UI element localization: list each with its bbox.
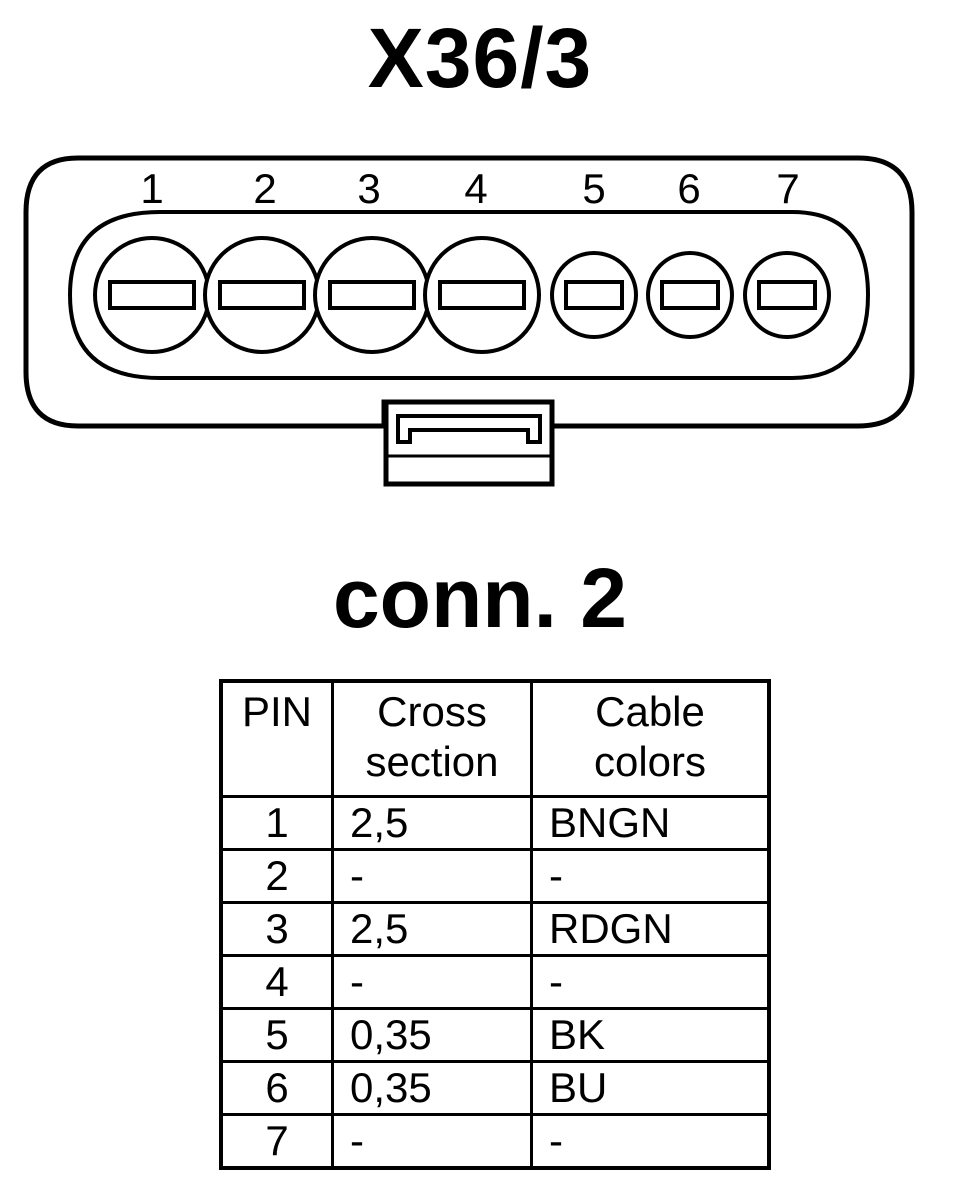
cell-pin: 4: [219, 954, 334, 1010]
table-row: 2 - -: [219, 848, 771, 904]
cell-cross-section: -: [331, 848, 533, 904]
pin-contact-7: [757, 280, 817, 310]
connector-title: X36/3: [367, 11, 593, 105]
table-row: 3 2,5 RDGN: [219, 901, 771, 957]
cell-cross-section: 2,5: [331, 795, 533, 851]
table-row: 4 - -: [219, 954, 771, 1010]
pin-number-label: 4: [464, 165, 487, 212]
cell-color: BK: [530, 1007, 771, 1063]
cell-color: BU: [530, 1060, 771, 1116]
header-cable-colors: Cable colors: [530, 679, 771, 798]
cell-pin: 6: [219, 1060, 334, 1116]
header-cross-section: Cross section: [331, 679, 533, 798]
pin-contact-2: [218, 280, 306, 310]
connector-drawing: 1 2 3 4 5 6 7: [23, 155, 915, 487]
cell-cross-section: 0,35: [331, 1060, 533, 1116]
cell-cross-section: 0,35: [331, 1007, 533, 1063]
cell-color: -: [530, 1113, 771, 1170]
pin-cavities: [93, 236, 831, 354]
cell-color: -: [530, 954, 771, 1010]
table-row: 5 0,35 BK: [219, 1007, 771, 1063]
pin-number-label: 2: [253, 165, 276, 212]
cell-color: -: [530, 848, 771, 904]
pin-contact-5: [564, 280, 624, 310]
pin-number-label: 3: [357, 165, 380, 212]
pin-contact-1: [108, 280, 196, 310]
pin-number-label: 7: [776, 165, 799, 212]
table-row: 1 2,5 BNGN: [219, 795, 771, 851]
table-header-row: PIN Cross section Cable colors: [219, 679, 771, 798]
pin-number-label: 6: [677, 165, 700, 212]
pin-number-label: 1: [140, 165, 163, 212]
cell-cross-section: -: [331, 1113, 533, 1170]
cell-pin: 5: [219, 1007, 334, 1063]
cell-pin: 7: [219, 1113, 334, 1170]
pin-labels: 1 2 3 4 5 6 7: [140, 165, 799, 212]
table-row: 7 - -: [219, 1113, 771, 1170]
cell-pin: 2: [219, 848, 334, 904]
table-row: 6 0,35 BU: [219, 1060, 771, 1116]
pin-table: PIN Cross section Cable colors 1 2,5 BNG…: [219, 679, 771, 1170]
connector-recess: [67, 210, 871, 380]
connector-latch: [383, 399, 555, 487]
cell-color: RDGN: [530, 901, 771, 957]
connector-subtitle: conn. 2: [332, 551, 628, 645]
pin-number-label: 5: [582, 165, 605, 212]
cell-cross-section: 2,5: [331, 901, 533, 957]
pin-contact-3: [328, 280, 416, 310]
pin-contact-6: [660, 280, 720, 310]
cell-color: BNGN: [530, 795, 771, 851]
cell-pin: 3: [219, 901, 334, 957]
pin-contact-4: [438, 280, 526, 310]
cell-pin: 1: [219, 795, 334, 851]
header-pin: PIN: [219, 679, 334, 798]
cell-cross-section: -: [331, 954, 533, 1010]
